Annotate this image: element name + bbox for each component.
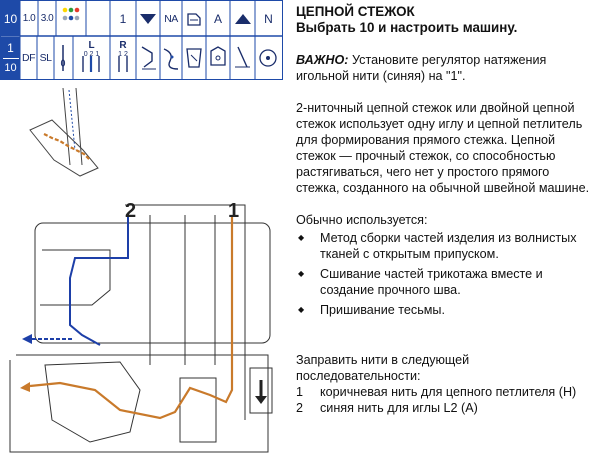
color-dots-icon: [56, 1, 86, 36]
stitch-number-bottom: 10: [4, 62, 17, 74]
stitch-number-cell: 10: [3, 11, 18, 26]
sl-cell: SL: [39, 52, 52, 64]
blue-thread: [69, 215, 129, 346]
step-item: 2 синяя нить для иглы L2 (A): [296, 400, 596, 416]
needles-l-icon: [73, 56, 110, 76]
needle-r-label: R: [119, 39, 127, 51]
slanted-needle-icon: [230, 37, 255, 79]
presser-foot-icon: [136, 37, 160, 79]
needle-l-label: L: [88, 39, 95, 51]
needles-r-icon: [110, 56, 136, 76]
looper-icon: [160, 37, 182, 79]
uses-heading: Обычно используется:: [296, 213, 428, 227]
tension-cell-1: 1.0: [22, 13, 36, 24]
description: 2-ниточный цепной стежок или двойной цеп…: [296, 101, 590, 195]
dial-icon: [255, 37, 282, 79]
plate-icon: [182, 1, 206, 36]
needle-r-numbers: 1 2: [118, 50, 128, 58]
label-thread-2: 2: [125, 200, 136, 222]
chain-stitch-line: [43, 133, 91, 161]
label-thread-1: 1: [228, 200, 239, 222]
threading-diagram: 2 1: [9, 87, 273, 453]
stitch-number-top: 1: [7, 41, 14, 55]
lower-looper-tension-cell: 1: [119, 11, 127, 26]
df-cell: DF: [22, 52, 36, 64]
instructions: ЦЕПНОЙ СТЕЖОК Выбрать 10 и настроить маш…: [296, 4, 596, 416]
important-text: Установите регулятор натяжения игольной …: [296, 53, 547, 83]
section-title: ЦЕПНОЙ СТЕЖОК: [296, 4, 415, 19]
needle-icon: [54, 37, 73, 79]
step-text: коричневая нить для цепного петлителя (H…: [320, 385, 577, 399]
uses-list: Метод сборки частей изделия из волнистых…: [296, 230, 596, 318]
threading-steps: 1 коричневая нить для цепного петлителя …: [296, 384, 596, 416]
tension-cell-2: 3.0: [40, 13, 54, 24]
na-cell: NA: [164, 12, 178, 25]
converter-icon: [206, 37, 230, 79]
triangle-up-icon: [230, 1, 255, 36]
step-number: 1: [296, 385, 304, 399]
uses-item: Пришивание тесьмы.: [296, 302, 596, 318]
step-number: 2: [296, 401, 304, 415]
letter-a-cell: A: [213, 11, 222, 26]
uses-item: Сшивание частей трикотажа вместе и созда…: [296, 266, 596, 298]
uses-item: Метод сборки частей изделия из волнистых…: [296, 230, 596, 262]
brown-arrow-icon: [20, 382, 30, 392]
triangle-down-icon: [136, 1, 160, 36]
step-text: синяя нить для иглы L2 (A): [320, 401, 478, 415]
fabric-sample: [29, 87, 99, 177]
divider-line: [3, 58, 19, 59]
cover-icon: [182, 37, 206, 79]
lower-looper-arrow-icon: [22, 334, 72, 344]
down-arrow-icon: [255, 380, 267, 404]
important-note: ВАЖНО: Установите регулятор натяжения иг…: [296, 52, 596, 84]
machine-outline: [9, 204, 273, 453]
step-item: 1 коричневая нить для цепного петлителя …: [296, 384, 596, 400]
threading-heading: Заправить нити в следующей последователь…: [296, 353, 470, 383]
important-label: ВАЖНО:: [296, 53, 349, 67]
letter-n-cell: N: [264, 11, 273, 26]
stitch-setting-panel: 10 1.0 3.0 1 NA A N 1 10 DF SL L 0 2 1 R…: [0, 0, 283, 80]
section-subtitle: Выбрать 10 и настроить машину.: [296, 20, 518, 35]
brown-thread: [29, 215, 234, 420]
needle-l-numbers: 0 2 1: [83, 50, 100, 58]
